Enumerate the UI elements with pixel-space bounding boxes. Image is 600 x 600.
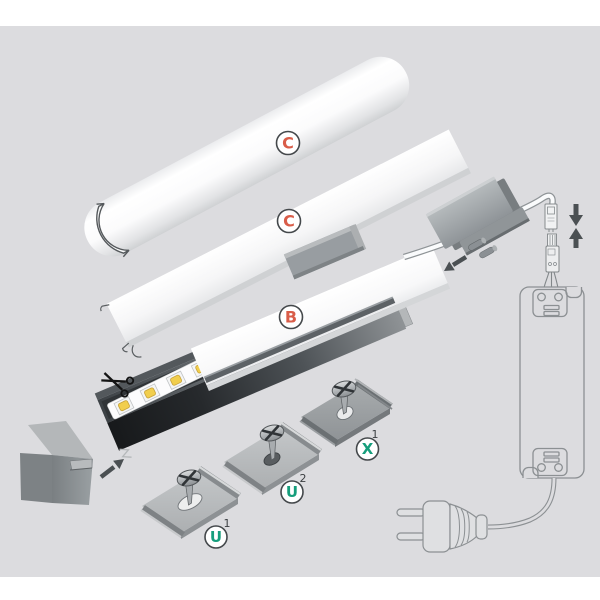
end-cap [20, 421, 93, 505]
power-supply [519, 286, 585, 479]
mounting-groove-teeth [119, 448, 132, 458]
led-chip [139, 383, 161, 403]
label-superscript: 1 [372, 428, 379, 441]
label-letter: C [283, 212, 295, 231]
label-superscript: 2 [300, 472, 307, 485]
connect-arrow-down-icon [569, 204, 583, 226]
slide-cover-b [190, 246, 451, 391]
label-letter: U [210, 528, 222, 546]
mounting-bracket-x1 [299, 378, 393, 447]
insert-arrow-icon [99, 459, 124, 479]
label-cover-b: B [278, 304, 304, 330]
label-letter: U [286, 483, 298, 501]
mounting-bracket-u2 [222, 421, 322, 495]
connect-arrow-up-icon [569, 228, 583, 248]
cable-connector-male [544, 203, 558, 232]
label-cover-c-flat: C [276, 208, 302, 234]
label-superscript: 1 [224, 517, 231, 530]
detach-arrow-icon [444, 255, 468, 271]
cable-connector-female [543, 233, 560, 289]
profile-front-lip [203, 296, 396, 384]
label-bracket-u2: 2 U [280, 472, 307, 504]
scissors-icon [101, 372, 135, 398]
mains-cable [487, 477, 557, 530]
led-chip [113, 396, 135, 416]
screw [331, 380, 357, 415]
label-cover-c-round: C [275, 130, 301, 156]
end-cap-with-cable [425, 176, 530, 259]
mounting-bracket-u1 [140, 465, 241, 539]
round-cover-c [84, 56, 410, 258]
power-plug [396, 500, 488, 553]
label-bracket-u1: 1 U [204, 517, 231, 549]
label-letter: X [362, 440, 374, 458]
led-chip [165, 370, 187, 390]
screw [176, 469, 202, 506]
label-bracket-x1: 1 X [355, 428, 380, 461]
label-letter: B [285, 308, 297, 327]
label-letter: C [282, 134, 294, 153]
screw [259, 424, 285, 461]
profile-back-rail [283, 224, 367, 280]
